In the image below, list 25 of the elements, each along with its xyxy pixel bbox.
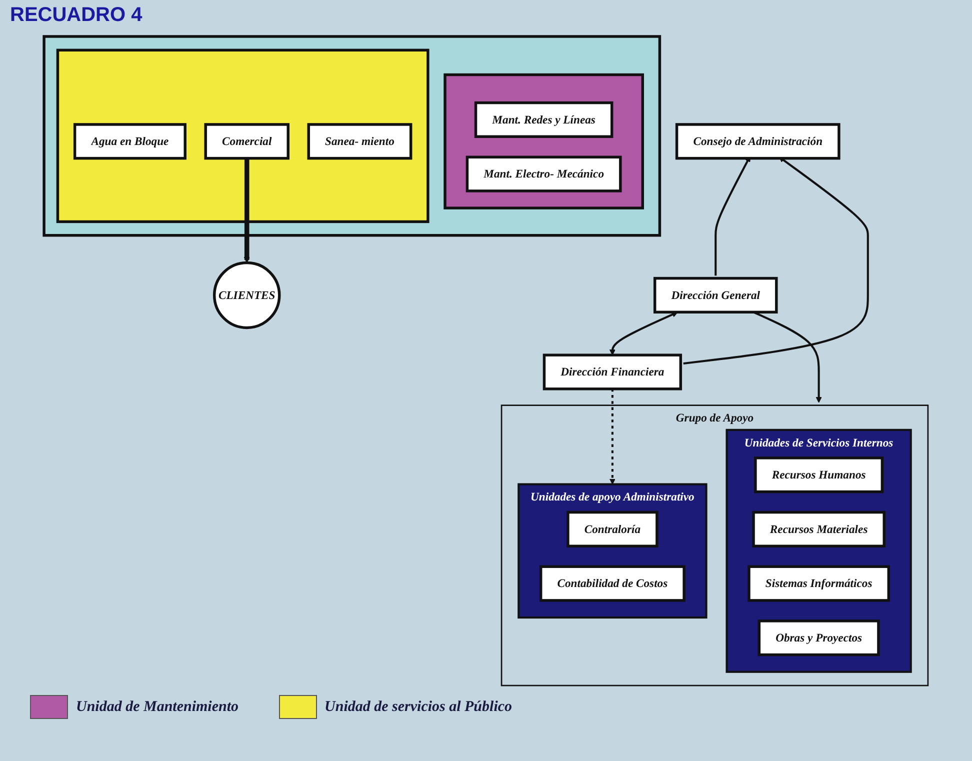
arrow [753, 311, 822, 403]
cluster [56, 48, 430, 224]
diagram-title: RECUADRO 4 [9, 3, 144, 28]
node-box: Recursos Humanos [754, 456, 884, 494]
legend-text: Unidad de servicios al Público [324, 698, 512, 716]
arrow [609, 388, 616, 485]
node-box: Mant. Electro- Mecánico [466, 156, 622, 192]
node-box: Dirección Financiera [542, 354, 682, 390]
node-box: Agua en Bloque [73, 123, 186, 160]
node-box: Dirección General [653, 276, 778, 314]
legend-text: Unidad de Mantenimiento [76, 698, 239, 716]
node-box: Contraloría [566, 510, 658, 548]
node-box: Comercial [204, 123, 290, 160]
node-box: Mant. Redes y Líneas [474, 101, 614, 138]
arrow [244, 158, 250, 263]
cluster [42, 35, 662, 237]
node-box: Sistemas Informáticos [748, 565, 890, 602]
node-box: Sanea- miento [307, 123, 412, 160]
node-box: Obras y Proyectos [758, 620, 880, 656]
node-box: Consejo de Administración [675, 123, 840, 160]
node-box: Contabilidad de Costos [539, 565, 686, 602]
node-box: Recursos Materiales [752, 510, 886, 548]
arrow [609, 312, 678, 356]
node-circle: CLIENTES [212, 261, 281, 330]
cluster [444, 73, 644, 210]
